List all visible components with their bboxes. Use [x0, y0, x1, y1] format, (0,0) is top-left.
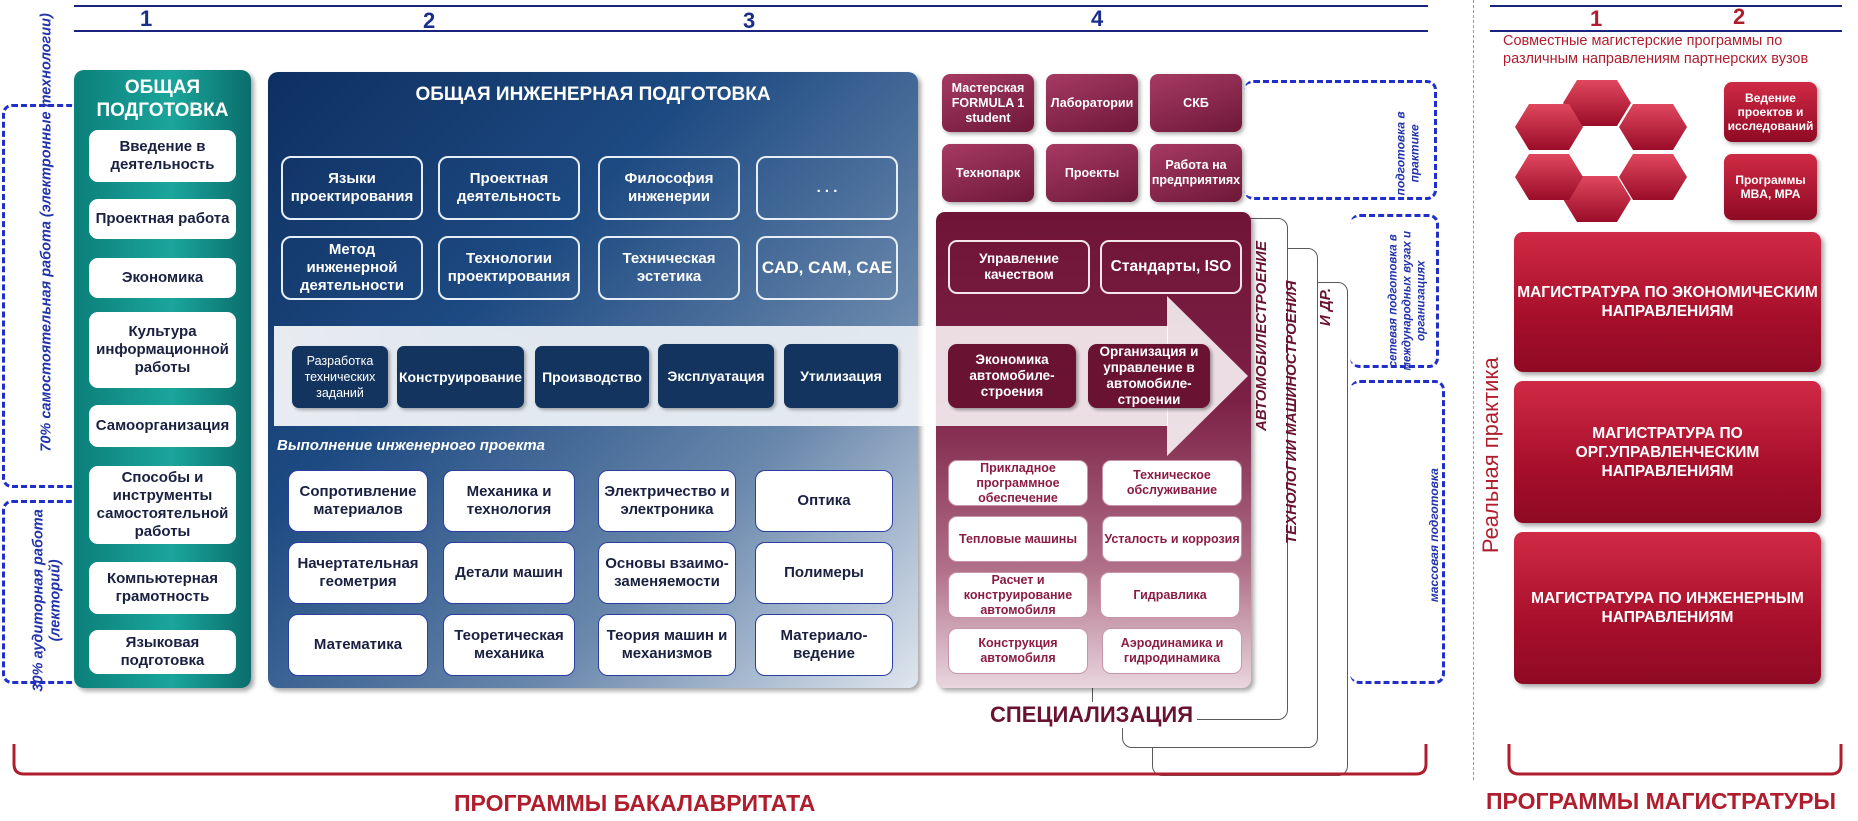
engineering-title: ОБЩАЯ ИНЖЕНЕРНАЯ ПОДГОТОВКА: [415, 84, 771, 105]
specialization-topic: Организация и управление в автомобиле-ст…: [1088, 344, 1210, 408]
hexagon: [1563, 80, 1631, 126]
hexagon: [1515, 154, 1583, 200]
specialization-card-label: ТЕХНОЛОГИИ МАШИНОСТРОЕНИЯ: [1283, 280, 1300, 544]
discipline-box: Теория машин и механизмов: [598, 614, 736, 676]
header-top-line: [74, 5, 1428, 7]
lifecycle-step: Эксплуатация: [658, 344, 774, 408]
partner-hexagons: [1515, 80, 1687, 222]
general-title: ОБЩАЯ ПОДГОТОВКА: [96, 77, 229, 121]
engineering-topic: Технологии проектирования: [438, 236, 580, 300]
lecture-bracket: [2, 500, 81, 684]
masters-header-bottom-line: [1490, 30, 1842, 32]
mass-side-label: массовая подготовка: [1426, 468, 1441, 603]
lifecycle-step: Разработка технических заданий: [292, 346, 388, 408]
lifecycle-step: Производство: [535, 346, 649, 408]
engineering-topic: Метод инженерной деятельности: [281, 236, 423, 300]
network-bracket: [1350, 214, 1439, 368]
engineering-topic: . . .: [756, 156, 898, 220]
discipline-box: Полимеры: [755, 542, 893, 604]
specialization-topic: Управление качеством: [948, 240, 1090, 294]
general-item: Компьютерная грамотность: [89, 562, 236, 614]
hexagon: [1619, 154, 1687, 200]
lecture-label: 30% аудиторная работа (лекторий): [30, 509, 64, 692]
specialization-course: Усталость и коррозия: [1102, 516, 1242, 562]
masters-column-number-1: 1: [1590, 6, 1603, 31]
masters-column-number-2: 2: [1733, 4, 1746, 29]
discipline-box: Электричество и электроника: [598, 470, 736, 532]
general-item: Культура информационной работы: [89, 312, 236, 388]
masters-header-top-line: [1490, 5, 1842, 7]
master-programs-title: ПРОГРАММЫ МАГИСТРАТУРЫ: [1486, 788, 1837, 814]
discipline-box: Математика: [288, 614, 428, 676]
engineering-topic: Философия инженерии: [598, 156, 740, 220]
practice-bracket: [1244, 80, 1437, 200]
general-item: Способы и инструменты самостоятельной ра…: [89, 466, 236, 544]
mass-bracket: [1350, 380, 1445, 684]
discipline-box: Материало-ведение: [755, 614, 893, 676]
general-item: Языковая подготовка: [89, 630, 236, 674]
column-number-3: 3: [743, 8, 756, 33]
practice-tile: Работа на предприятиях: [1150, 144, 1242, 202]
engineering-topic: Проектная деятельность: [438, 156, 580, 220]
discipline-box: Начертательная геометрия: [288, 542, 428, 604]
masters-small-box: Ведение проектов и исследований: [1724, 82, 1817, 142]
specialization-card-label: АВТОМОБИЛЕСТРОЕНИЕ: [1253, 241, 1270, 431]
bachelor-programs-title: ПРОГРАММЫ БАКАЛАВРИТАТА: [454, 790, 816, 816]
specialization-course: Расчет и конструирование автомобиля: [948, 572, 1088, 618]
specialization-topic: Экономика автомобиле-строения: [948, 344, 1076, 408]
discipline-box: Основы взаимо-заменяемости: [598, 542, 736, 604]
specialization-topic: Стандарты, ISO: [1100, 240, 1242, 294]
masters-intro: Совместные магистерские программы по раз…: [1503, 33, 1809, 67]
column-number-1: 1: [140, 6, 153, 31]
real-practice-label: Реальная практика: [1477, 357, 1503, 554]
practice-tile: Проекты: [1046, 144, 1138, 202]
practice-side-label: подготовка в практике: [1393, 111, 1422, 196]
bachelor-brace: [12, 744, 1428, 776]
discipline-box: Детали машин: [443, 542, 575, 604]
engineering-topic: Техническая эстетика: [598, 236, 740, 300]
hexagon: [1515, 104, 1583, 150]
general-item: Экономика: [89, 258, 236, 298]
lifecycle-step: Утилизация: [784, 344, 898, 408]
specialization-course: Прикладное программное обеспечение: [948, 460, 1088, 506]
masters-program: МАГИСТРАТУРА ПО ИНЖЕНЕРНЫМ НАПРАВЛЕНИЯМ: [1514, 532, 1821, 684]
specialization-label: СПЕЦИАЛИЗАЦИЯ: [986, 702, 1198, 728]
project-label: Выполнение инженерного проекта: [277, 437, 545, 454]
practice-tile: Технопарк: [942, 144, 1034, 202]
header-bottom-line: [74, 30, 1428, 32]
specialization-card-label: И ДР.: [1317, 287, 1334, 327]
column-number-4: 4: [1091, 6, 1104, 31]
specialization-course: Тепловые машины: [948, 516, 1088, 562]
hexagon: [1619, 104, 1687, 150]
discipline-box: Сопротивление материалов: [288, 470, 428, 532]
discipline-box: Механика и технология: [443, 470, 575, 532]
specialization-course: Аэродинамика и гидродинамика: [1102, 628, 1242, 674]
practice-tile: Мастерская FORMULA 1 student: [942, 74, 1034, 132]
self-study-bracket: [2, 104, 81, 488]
self-study-label: 70% самостоятельная работа (электронные …: [38, 13, 55, 452]
general-item: Введение в деятельность: [89, 130, 236, 182]
network-side-label: сетевая подготовка в международных вузах…: [1387, 230, 1427, 371]
practice-tile: Лаборатории: [1046, 74, 1138, 132]
section-divider: [1473, 0, 1474, 780]
masters-brace: [1507, 744, 1843, 776]
masters-small-box: Программы MBA, MPA: [1724, 154, 1817, 220]
lifecycle-step: Конструирование: [397, 346, 524, 408]
discipline-box: Оптика: [755, 470, 893, 532]
specialization-course: Гидравлика: [1100, 572, 1240, 618]
engineering-topic: CAD, CAM, CAE: [756, 236, 898, 300]
engineering-topic: Языки проектирования: [281, 156, 423, 220]
general-item: Самоорганизация: [89, 405, 236, 447]
general-item: Проектная работа: [89, 199, 236, 239]
column-number-2: 2: [423, 8, 436, 33]
specialization-course: Техническое обслуживание: [1102, 460, 1242, 506]
discipline-box: Теоретическая механика: [443, 614, 575, 676]
masters-program: МАГИСТРАТУРА ПО ОРГ.УПРАВЛЕНЧЕСКИМ НАПРА…: [1514, 381, 1821, 523]
masters-program: МАГИСТРАТУРА ПО ЭКОНОМИЧЕСКИМ НАПРАВЛЕНИ…: [1514, 232, 1821, 372]
hexagon: [1563, 176, 1631, 222]
practice-tile: СКБ: [1150, 74, 1242, 132]
specialization-course: Конструкция автомобиля: [948, 628, 1088, 674]
